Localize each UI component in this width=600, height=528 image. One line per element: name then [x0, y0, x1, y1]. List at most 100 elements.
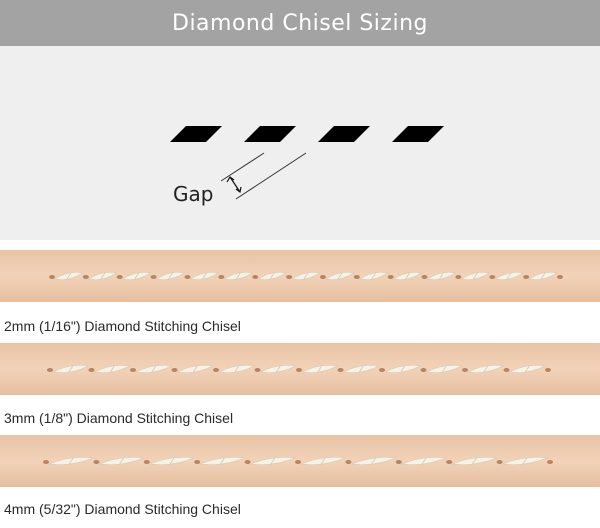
leather-sample-3mm — [0, 343, 600, 395]
page-title: Diamond Chisel Sizing — [172, 10, 428, 36]
stitch-twist — [483, 365, 489, 373]
stitch-hole — [353, 275, 360, 279]
stitch-twist — [235, 272, 241, 280]
stitch-twist — [109, 365, 115, 373]
stitch-hole — [286, 275, 293, 279]
stitch-hole — [462, 368, 468, 372]
gap-diagram-svg: Gap — [170, 126, 444, 206]
stitch-twist — [472, 457, 477, 465]
stitch-hole — [379, 368, 385, 372]
stitch-twist — [522, 457, 528, 465]
header-bar: Diamond Chisel Sizing — [0, 0, 600, 46]
stitch-hole — [523, 275, 530, 279]
stitch-hole — [150, 275, 157, 279]
chisel-caption-4mm: 4mm (5/32") Diamond Stitching Chisel — [4, 501, 241, 517]
stitch-hole — [82, 275, 89, 279]
stitch-row — [43, 456, 553, 466]
stitch-twist — [472, 272, 478, 280]
stitch-hole — [296, 368, 302, 372]
stitch-twist — [66, 272, 72, 280]
stitch-row — [47, 364, 551, 374]
gap-arrowhead-top — [226, 176, 235, 183]
stitch-twist — [441, 365, 447, 373]
stitch-twist — [270, 457, 276, 465]
stitch-twist — [192, 365, 198, 373]
stitch-twist — [524, 365, 530, 373]
stitch-hole — [319, 275, 326, 279]
stitch-hole — [395, 460, 402, 464]
stitch-hole — [421, 275, 428, 279]
gap-arrow — [229, 176, 241, 193]
stitch-twist — [169, 457, 175, 465]
stitch-hole — [547, 460, 553, 464]
stitch-hole — [557, 275, 563, 279]
stitch-hole — [43, 460, 49, 464]
stitch-hole — [455, 275, 462, 279]
stitch-twist — [358, 365, 364, 373]
stitch-twist — [100, 272, 106, 280]
stitch-hole — [143, 460, 150, 464]
stitch-hole — [244, 460, 251, 464]
stitch-hole — [49, 275, 55, 279]
stitch-twist — [151, 365, 157, 373]
stitch-hole — [116, 275, 123, 279]
stitch-hole — [184, 275, 191, 279]
stitch-twist — [234, 365, 240, 373]
stitch-twist — [540, 272, 546, 280]
stitch-twist — [275, 365, 281, 373]
gap-arrowhead-bottom — [235, 186, 242, 194]
stitch-hole — [337, 368, 344, 372]
diamond-slit-4 — [392, 126, 444, 142]
stitch-hole — [252, 275, 259, 279]
stitch-hole — [446, 460, 453, 464]
stitch-hole — [254, 368, 261, 372]
stitch-twist — [371, 272, 377, 280]
stitch-twist — [303, 272, 309, 280]
stitch-hole — [93, 460, 100, 464]
leather-sample-2mm — [0, 250, 600, 302]
stitch-twist — [134, 272, 140, 280]
stitch-hole — [420, 368, 427, 372]
stitch-twist — [405, 272, 410, 280]
stitch-hole — [88, 368, 95, 372]
stitch-twist — [400, 365, 406, 373]
chisel-caption-2mm: 2mm (1/16") Diamond Stitching Chisel — [4, 318, 241, 334]
stitch-hole — [503, 368, 510, 372]
diamond-slit-1 — [170, 126, 222, 142]
chisel-caption-3mm: 3mm (1/8") Diamond Stitching Chisel — [4, 410, 234, 426]
stitch-hole — [387, 275, 394, 279]
stitch-hole — [489, 275, 496, 279]
stitch-twist — [320, 457, 326, 465]
stitch-twist — [68, 457, 74, 465]
gap-guide-line-2 — [235, 152, 307, 200]
diamond-slit-3 — [318, 126, 370, 142]
stitch-hole — [545, 368, 551, 372]
stitch-hole — [295, 460, 301, 464]
stitch-twist — [439, 272, 444, 280]
stitch-twist — [371, 457, 376, 465]
stitch-row — [49, 271, 563, 281]
stitch-hole — [171, 368, 178, 372]
leather-sample-4mm — [0, 435, 600, 487]
stitch-hole — [345, 460, 352, 464]
stitch-hole — [194, 460, 201, 464]
gap-guide-line-1 — [220, 152, 265, 182]
stitch-hole — [218, 275, 225, 279]
stitch-twist — [317, 365, 323, 373]
stitch-twist — [119, 457, 124, 465]
stitch-twist — [506, 272, 512, 280]
stitch-hole — [213, 368, 219, 372]
stitch-twist — [202, 272, 207, 280]
stitch-twist — [168, 272, 173, 280]
stitch-twist — [220, 457, 225, 465]
stitch-hole — [496, 460, 503, 464]
gap-diagram: Gap — [0, 46, 600, 240]
stitch-twist — [68, 365, 74, 373]
diamond-slit-2 — [244, 126, 296, 142]
stitch-twist — [269, 272, 275, 280]
stitch-twist — [421, 457, 427, 465]
stitch-twist — [337, 272, 343, 280]
stitch-hole — [130, 368, 136, 372]
gap-label: Gap — [173, 182, 213, 206]
stitch-hole — [47, 368, 53, 372]
